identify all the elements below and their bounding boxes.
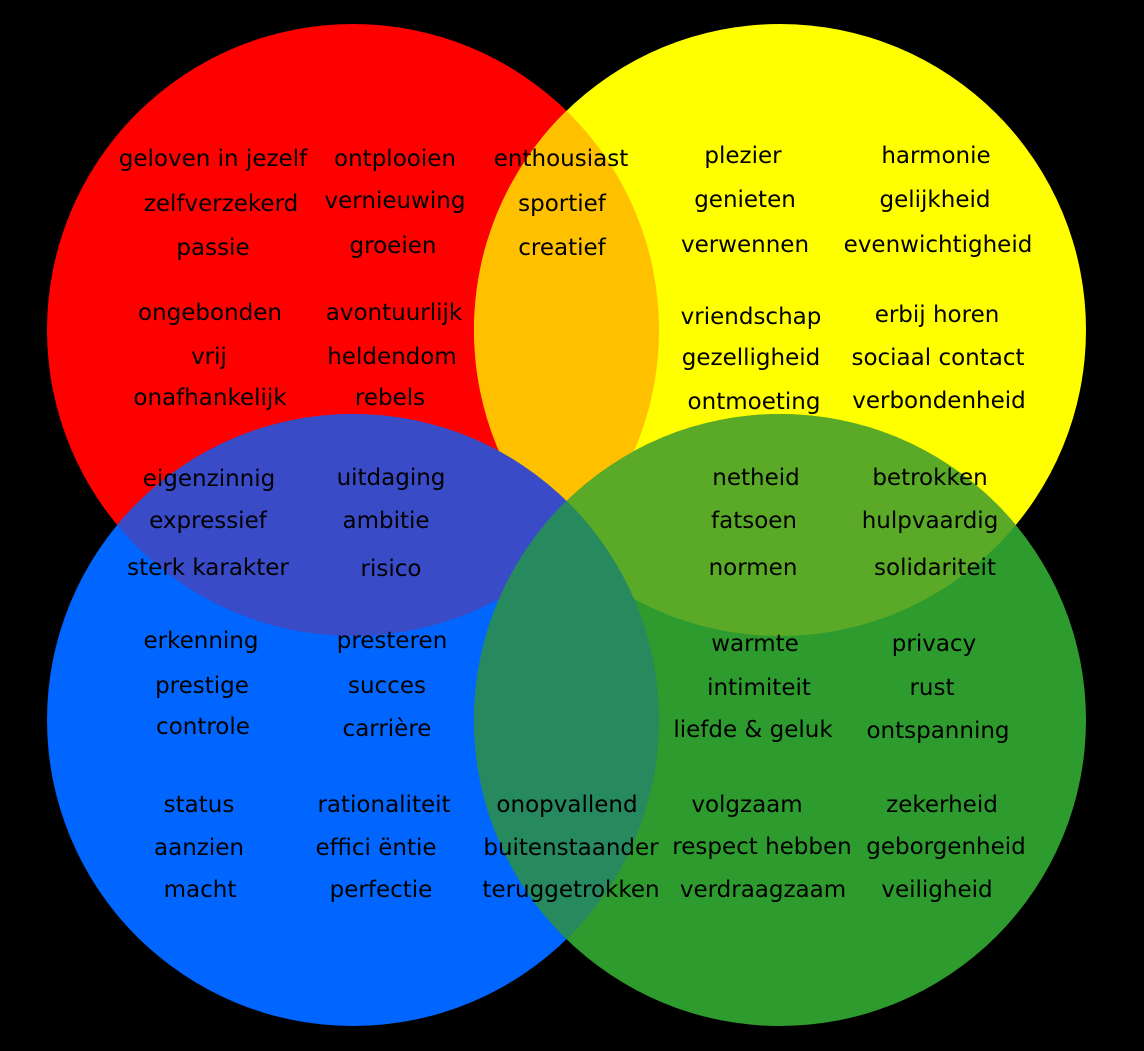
value-word: onafhankelijk (133, 385, 287, 411)
value-word: hulpvaardig (862, 508, 999, 534)
value-word: rebels (355, 385, 425, 411)
value-word: liefde & geluk (673, 717, 833, 743)
value-word: plezier (704, 143, 782, 169)
value-word: verwennen (681, 232, 809, 258)
value-word: genieten (694, 187, 796, 213)
value-word: perfectie (330, 877, 433, 903)
value-word: onopvallend (496, 792, 637, 818)
value-word: verdraagzaam (680, 877, 846, 903)
value-word: verbondenheid (852, 388, 1026, 414)
value-word: passie (176, 235, 249, 261)
value-word: risico (361, 556, 422, 582)
value-word: ongebonden (138, 300, 282, 326)
value-word: ontspanning (866, 718, 1009, 744)
value-word: effici ëntie (315, 835, 436, 861)
value-word: status (164, 792, 235, 818)
value-word: heldendom (327, 344, 457, 370)
value-word: fatsoen (711, 508, 797, 534)
word-labels: geloven in jezelf ontplooien enthousiast pl… (119, 143, 1033, 903)
value-word: expressief (149, 508, 268, 534)
value-word: aanzien (154, 835, 244, 861)
value-word: buitenstaander (483, 835, 659, 861)
value-word: ontplooien (334, 146, 456, 172)
value-word: sterk karakter (127, 555, 289, 581)
value-word: warmte (711, 631, 799, 657)
value-word: eigenzinnig (143, 466, 275, 492)
value-word: erbij horen (875, 302, 1000, 328)
value-word: carrière (343, 716, 432, 742)
value-word: respect hebben (672, 834, 851, 860)
value-word: geborgenheid (866, 834, 1026, 860)
value-word: gezelligheid (682, 345, 820, 371)
value-word: macht (164, 877, 237, 903)
value-word: zekerheid (886, 792, 998, 818)
value-word: sportief (518, 191, 607, 217)
value-word: vriendschap (681, 304, 822, 330)
value-word: betrokken (872, 465, 987, 491)
value-word: succes (348, 673, 426, 699)
value-word: creatief (518, 235, 606, 261)
value-word: groeien (350, 233, 437, 259)
yellow-green-overlap (474, 414, 1086, 636)
value-word: veiligheid (881, 877, 992, 903)
value-word: vernieuwing (325, 188, 466, 214)
value-word: ontmoeting (688, 389, 821, 415)
value-word: geloven in jezelf (119, 146, 308, 172)
value-word: vrij (191, 344, 227, 370)
value-word: gelijkheid (880, 187, 991, 213)
value-word: rust (909, 675, 954, 701)
value-word: sociaal contact (851, 345, 1024, 371)
value-word: netheid (712, 465, 799, 491)
value-word: presteren (337, 628, 448, 654)
value-word: controle (156, 714, 250, 740)
value-word: erkenning (144, 628, 259, 654)
value-word: teruggetrokken (482, 877, 659, 903)
value-word: uitdaging (337, 465, 446, 491)
value-word: rationaliteit (317, 792, 450, 818)
value-word: prestige (155, 673, 249, 699)
red-blue-overlap (47, 414, 659, 636)
value-word: avontuurlijk (326, 300, 463, 326)
value-word: evenwichtigheid (844, 232, 1033, 258)
value-word: harmonie (881, 143, 990, 169)
value-word: privacy (892, 631, 976, 657)
value-word: zelfverzekerd (144, 191, 298, 217)
value-word: intimiteit (707, 675, 811, 701)
value-word: volgzaam (691, 792, 802, 818)
value-word: normen (709, 555, 798, 581)
value-word: ambitie (342, 508, 429, 534)
value-word: solidariteit (874, 555, 996, 581)
value-word: enthousiast (494, 146, 628, 172)
